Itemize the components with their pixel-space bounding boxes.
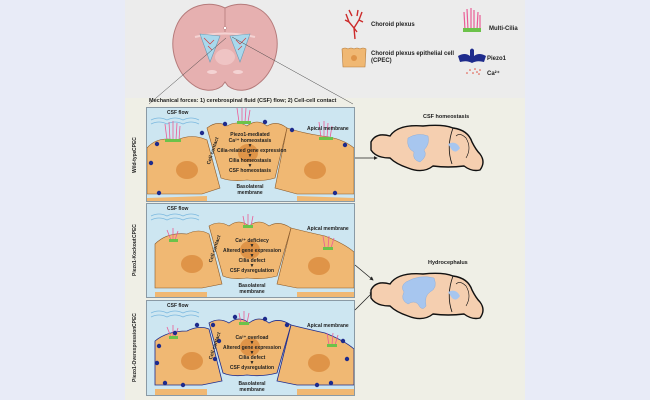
legend-calcium: Ca²⁺ bbox=[487, 71, 500, 77]
coronal-brain-section bbox=[172, 3, 278, 91]
apical-membrane-label: Apical membrane bbox=[307, 226, 349, 232]
legend-multi-cilia: Multi-Cilia bbox=[489, 26, 518, 32]
cells-illustration bbox=[150, 310, 354, 395]
calcium-icon bbox=[466, 68, 481, 75]
basolateral-membrane-label: Basolateral membrane bbox=[238, 283, 266, 295]
multi-cilia-icon bbox=[463, 8, 481, 32]
outcome-arrows bbox=[354, 156, 378, 311]
csf-flow-label: CSF flow bbox=[167, 110, 189, 116]
panel-overexpression: CSF flow Apical membrane Cell contact Ca… bbox=[146, 300, 355, 396]
apical-membrane-label: Apical membrane bbox=[307, 126, 349, 132]
cpec-icon bbox=[341, 47, 367, 68]
knockout-pathway: Ca²⁺ deficiecy ▼ Altered gene expression… bbox=[222, 238, 282, 274]
csf-homeostasis-label: CSF homeostasis bbox=[423, 114, 470, 120]
csf-flow-label: CSF flow bbox=[167, 303, 189, 309]
overexpression-pathway: Ca²⁺ overload ▼ Altered gene expression … bbox=[222, 335, 282, 371]
figure: Choroid plexus Choroid plexus epithelial… bbox=[125, 0, 525, 400]
basolateral-membrane-label: Basolateral membrane bbox=[236, 184, 264, 196]
legend-cpec: Choroid plexus epithelial cell (CPEC) bbox=[371, 51, 455, 64]
choroid-plexus-icon bbox=[344, 9, 364, 40]
legend-piezo1: Piezo1 bbox=[487, 56, 507, 62]
panel-knockout: CSF flow Apical membrane Cell contact Ca… bbox=[146, 203, 355, 298]
hydrocephalus-label: Hydrocephalus bbox=[428, 260, 468, 266]
cells-illustration bbox=[147, 108, 354, 201]
apical-membrane-label: Apical membrane bbox=[307, 323, 349, 329]
panel-wild-type: CSF flow Apical membrane Cell contact Pi… bbox=[146, 107, 355, 202]
piezo1-icon bbox=[458, 48, 486, 63]
csf-flow-label: CSF flow bbox=[167, 206, 189, 212]
basolateral-membrane-label: Basolateral membrane bbox=[238, 381, 266, 393]
legend-choroid-plexus: Choroid plexus bbox=[371, 22, 415, 28]
zoom-lines bbox=[148, 36, 354, 105]
wild-type-pathway: Piezo1-mediated Ca²⁺ homeostasis ▼ Cilia… bbox=[217, 132, 287, 174]
normal-brain-sagittal bbox=[370, 124, 484, 172]
hydrocephalus-brain-sagittal bbox=[370, 272, 484, 320]
cells-illustration bbox=[150, 213, 354, 297]
mechanical-forces-label: Mechanical forces: 1) cerebrospinal flui… bbox=[149, 98, 337, 104]
